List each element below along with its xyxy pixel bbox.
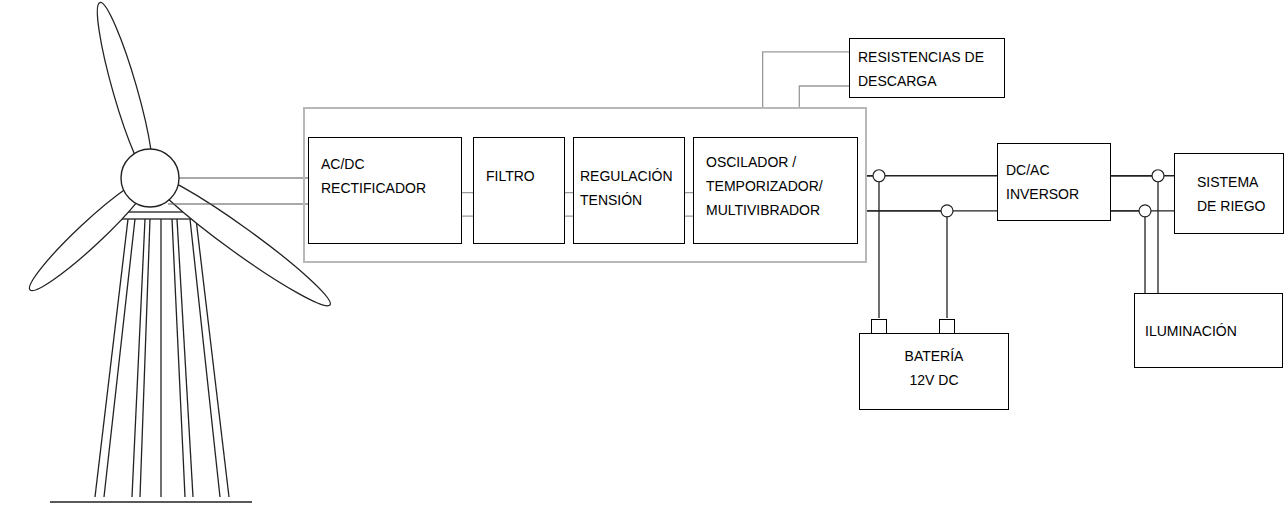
controller-housing: AC/DC RECTIFICADOR FILTRO REGULACIÓN TENSI… [303,107,867,263]
process-box: DC/AC INVERSOR [997,143,1111,221]
process-box: AC/DC RECTIFICADOR [308,137,462,244]
junction-dot [873,170,885,182]
junction-dot [1139,205,1151,217]
wire-connector [685,193,693,217]
box-label: SISTEMA DE RIEGO [1197,170,1271,218]
tower-leg [160,219,161,497]
process-box: FILTRO [473,137,565,244]
tower-leg [177,219,193,497]
box-label: 12V DC [866,368,1002,392]
generator-wire [168,203,308,204]
wire-connector [462,193,473,217]
box-label: ILUMINACIÓN [1145,319,1275,343]
wire-connector [763,52,849,107]
wire-connector [867,176,947,318]
box-label: AC/DC RECTIFICADOR [321,152,449,200]
junction-dot [941,205,953,217]
battery-terminal [939,319,955,334]
generator-wire [178,177,308,178]
tower-leg [132,219,145,497]
tower-leg [104,219,135,497]
wire-connector [565,193,573,217]
process-box: OSCILADOR / TEMPORIZADOR/ MULTIVIBRADOR [693,137,858,244]
tower-leg [95,219,128,497]
tower-leg [190,219,220,497]
process-box: REGULACIÓN TENSIÓN [573,137,685,244]
ground-line [50,501,252,502]
load-box: RESISTENCIAS DE DESCARGA [849,38,1005,98]
junction-dot [1152,170,1164,182]
tower-leg [172,219,185,497]
battery-box: BATERÍA12V DC [859,333,1009,410]
battery-terminal [871,319,887,334]
box-label: BATERÍA [866,344,1002,368]
load-box: ILUMINACIÓN [1134,293,1283,368]
box-label: RESISTENCIAS DE DESCARGA [858,45,998,93]
wire-connector [867,176,997,211]
wire-connector [1111,176,1158,293]
box-label: OSCILADOR / TEMPORIZADOR/ MULTIVIBRADOR [706,150,846,222]
box-label: FILTRO [486,164,558,188]
box-label: REGULACIÓN TENSIÓN [580,164,680,212]
turbine-hub [121,149,179,207]
tower-leg [140,219,150,497]
box-label: DC/AC INVERSOR [1006,158,1092,206]
tower-leg [196,219,229,497]
load-box: SISTEMA DE RIEGO [1174,153,1284,234]
